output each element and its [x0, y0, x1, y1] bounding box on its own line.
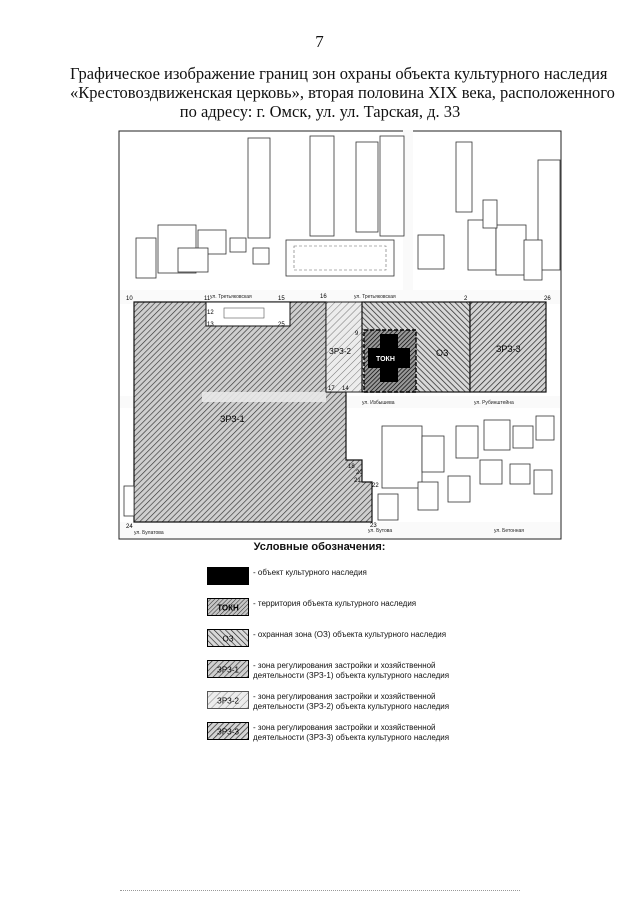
- title-line-3: по адресу: г. Омск, ул. ул. Тарская, д. …: [179, 102, 461, 121]
- legend: - объект культурного наследия ТОКН - тер…: [207, 567, 497, 753]
- legend-swatch-label: ЗРЗ-3: [217, 728, 239, 737]
- legend-text: - охранная зона (ОЗ) объекта культурного…: [253, 630, 493, 640]
- legend-text: - зона регулирования застройки и хозяйст…: [253, 723, 493, 743]
- document-title: Графическое изображение границ зон охран…: [70, 64, 615, 121]
- point-2: 2: [464, 296, 468, 302]
- point-17: 17: [328, 386, 335, 392]
- zone-label-zrz1: ЗРЗ-1: [220, 414, 245, 424]
- legend-text-line: - территория объекта культурного наследи…: [253, 599, 417, 608]
- legend-text-line: деятельности (ЗРЗ-3) объекта культурного…: [253, 733, 450, 742]
- street-label-bottom-left: ул. Булатова: [134, 530, 164, 536]
- legend-item-zrz1: ЗРЗ-1 - зона регулирования застройки и х…: [207, 660, 497, 691]
- point-15: 15: [278, 296, 285, 302]
- point-21: 21: [354, 478, 361, 484]
- point-23: 23: [370, 523, 377, 529]
- legend-swatch-zrz1: ЗРЗ-1: [207, 660, 249, 678]
- street-label-top-right: ул. Третьяковская: [354, 294, 396, 300]
- legend-swatch-label: ЗРЗ-2: [217, 697, 239, 706]
- boundary-points: 10 11 12 13 15 25 16 9 2 26 17 14 18 20 …: [126, 294, 551, 530]
- street-label-middle: ул. Избышева: [362, 400, 395, 406]
- point-13: 13: [207, 322, 214, 328]
- legend-text-line: - охранная зона (ОЗ) объекта культурного…: [253, 630, 447, 639]
- point-12: 12: [207, 310, 214, 316]
- zone-zrz2: [325, 301, 363, 393]
- point-14: 14: [342, 386, 349, 392]
- point-25: 25: [278, 322, 285, 328]
- legend-text-line: - зона регулирования застройки и хозяйст…: [253, 692, 436, 701]
- south-buildings: [123, 415, 555, 521]
- street-label-top: ул. Третьяковская: [210, 294, 252, 300]
- legend-swatch-zrz3: ЗРЗ-3: [207, 722, 249, 740]
- legend-swatch-label: ОЗ: [222, 635, 233, 644]
- title-line-2: «Крестовоздвиженская церковь», вторая по…: [70, 83, 615, 102]
- point-16: 16: [320, 294, 327, 300]
- point-24: 24: [126, 524, 133, 530]
- legend-text-line: - зона регулирования застройки и хозяйст…: [253, 661, 436, 670]
- north-buildings: [135, 135, 561, 281]
- legend-text-line: деятельности (ЗРЗ-1) объекта культурного…: [253, 671, 450, 680]
- zone-label-zrz2: ЗРЗ-2: [329, 347, 351, 356]
- zone-label-zrz3: ЗРЗ-3: [496, 344, 521, 354]
- zone-zrz3: [469, 301, 547, 393]
- legend-text: - территория объекта культурного наследи…: [253, 599, 493, 609]
- heritage-object: [368, 334, 410, 382]
- zone-label-oz: ОЗ: [436, 348, 448, 358]
- legend-title: Условные обозначения:: [253, 541, 386, 553]
- legend-item-heritage-object: - объект культурного наследия: [207, 567, 497, 598]
- legend-swatch-label: ТОКН: [217, 604, 239, 613]
- title-line-1: Графическое изображение границ зон охран…: [70, 64, 608, 83]
- zone-label-tokn: ТОКН: [376, 356, 395, 363]
- zones-map: ул. Третьяковская ул. Третьяковская ул. …: [118, 130, 562, 540]
- legend-item-zrz2: ЗРЗ-2 - зона регулирования застройки и х…: [207, 691, 497, 722]
- courtyard-block: [285, 239, 395, 277]
- street-label-bottom-right: ул. Бетонная: [494, 528, 524, 534]
- point-10: 10: [126, 296, 133, 302]
- legend-text-line: - зона регулирования застройки и хозяйст…: [253, 723, 436, 732]
- scan-edge-line: [120, 890, 520, 891]
- legend-text: - зона регулирования застройки и хозяйст…: [253, 692, 493, 712]
- legend-swatch-tokn: ТОКН: [207, 598, 249, 616]
- legend-text: - зона регулирования застройки и хозяйст…: [253, 661, 493, 681]
- legend-text-line: деятельности (ЗРЗ-2) объекта культурного…: [253, 702, 450, 711]
- legend-item-zrz3: ЗРЗ-3 - зона регулирования застройки и х…: [207, 722, 497, 753]
- legend-text-line: - объект культурного наследия: [253, 568, 367, 577]
- point-18: 18: [348, 464, 355, 470]
- legend-swatch-oz: ОЗ: [207, 629, 249, 647]
- point-9: 9: [355, 331, 359, 337]
- page-number: 7: [315, 32, 324, 51]
- point-26: 26: [544, 296, 551, 302]
- point-11: 11: [204, 296, 211, 302]
- legend-item-tokn: ТОКН - территория объекта культурного на…: [207, 598, 497, 629]
- point-20: 20: [356, 470, 363, 476]
- street-label-bottom: ул. Бутова: [368, 528, 392, 534]
- street-label-right: ул. Рубинштейна: [474, 399, 514, 406]
- legend-swatch-label: ЗРЗ-1: [217, 666, 239, 675]
- legend-swatch-heritage-object: [207, 567, 249, 585]
- legend-text: - объект культурного наследия: [253, 568, 493, 578]
- point-22: 22: [372, 483, 379, 489]
- legend-item-oz: ОЗ - охранная зона (ОЗ) объекта культурн…: [207, 629, 497, 660]
- legend-swatch-zrz2: ЗРЗ-2: [207, 691, 249, 709]
